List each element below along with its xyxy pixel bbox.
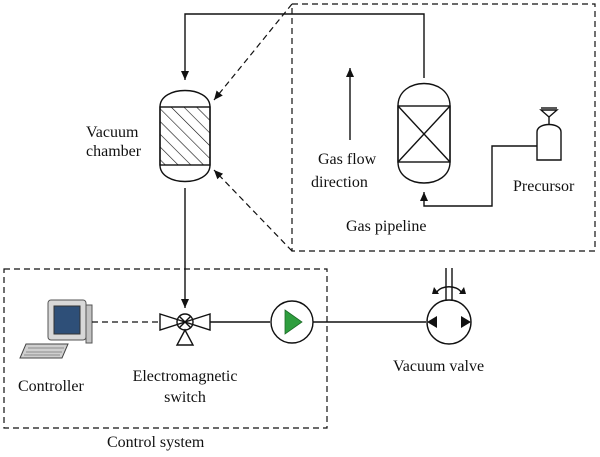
vacuum-valve-label: Vacuum valve <box>393 358 484 375</box>
control-system-region <box>3 268 328 429</box>
electromagnetic-switch-label-1: Electromagnetic <box>133 368 238 385</box>
callout-line-bottom <box>213 169 293 252</box>
return-pipe <box>181 13 425 80</box>
gas-flow-label-2: direction <box>311 174 368 191</box>
gas-supply-region <box>291 3 596 252</box>
callout-line-top <box>213 3 293 101</box>
chamber-hatched-section <box>159 106 211 166</box>
controller-label: Controller <box>18 378 84 395</box>
vacuum-chamber <box>159 89 211 183</box>
electromagnetic-switch-icon <box>159 313 211 346</box>
reactor-vessel <box>397 82 451 184</box>
precursor-feed-pipe <box>420 145 537 207</box>
electromagnetic-switch-label-2: switch <box>164 389 206 406</box>
vacuum-valve-icon <box>426 268 472 345</box>
gas-pipeline-label: Gas pipeline <box>346 218 426 235</box>
precursor-cylinder-icon <box>536 107 562 161</box>
vacuum-chamber-label-2: chamber <box>86 143 142 160</box>
controller-icon <box>19 299 93 359</box>
vacuum-chamber-label-1: Vacuum <box>86 124 139 141</box>
precursor-label: Precursor <box>513 178 575 195</box>
gas-flow-label-1: Gas flow <box>318 151 377 168</box>
control-system-label: Control system <box>107 434 205 451</box>
pump-icon <box>270 300 314 344</box>
